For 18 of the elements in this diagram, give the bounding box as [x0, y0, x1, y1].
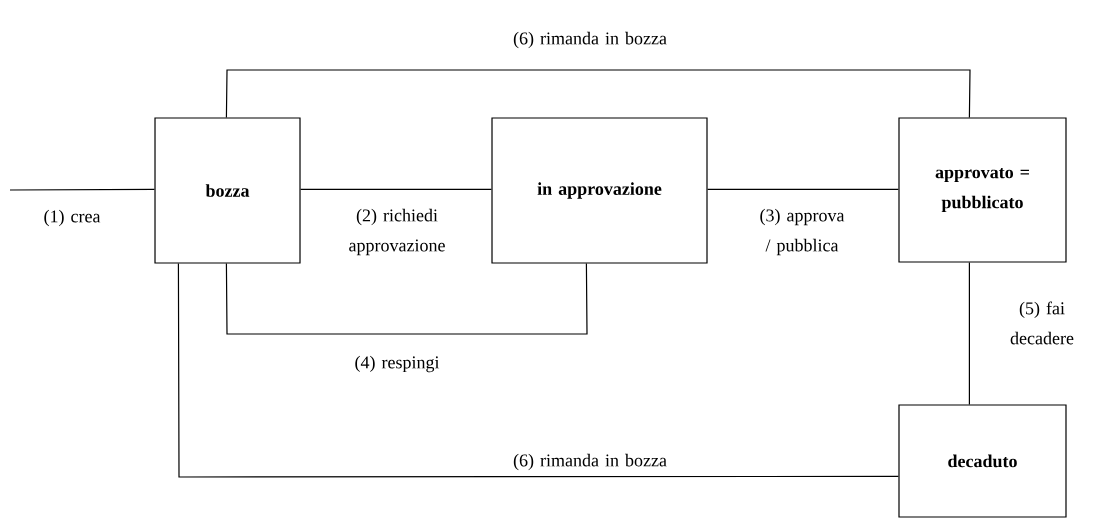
- connector: [9, 188, 155, 191]
- edge-label: (2) richiedi approvazione: [349, 208, 445, 256]
- edge-label: (1) crea: [44, 209, 101, 227]
- edge-label: (6) rimanda in bozza: [513, 453, 667, 471]
- connector: [300, 188, 492, 190]
- state-box: approvato = pubblicato: [898, 117, 1067, 263]
- edge-label: (6) rimanda in bozza: [513, 31, 667, 49]
- edge-label: (4) respingi: [355, 355, 440, 373]
- connector: [225, 263, 588, 335]
- state-box: bozza: [154, 117, 301, 264]
- connector: [707, 188, 899, 190]
- edge-label: (3) approva / pubblica: [760, 208, 845, 256]
- edge-label: (5) fai decadere: [1010, 301, 1074, 345]
- connector: [177, 263, 899, 478]
- state-box: in approvazione: [491, 117, 708, 264]
- state-box: decaduto: [898, 404, 1067, 518]
- connector: [968, 262, 970, 405]
- connector: [225, 69, 971, 118]
